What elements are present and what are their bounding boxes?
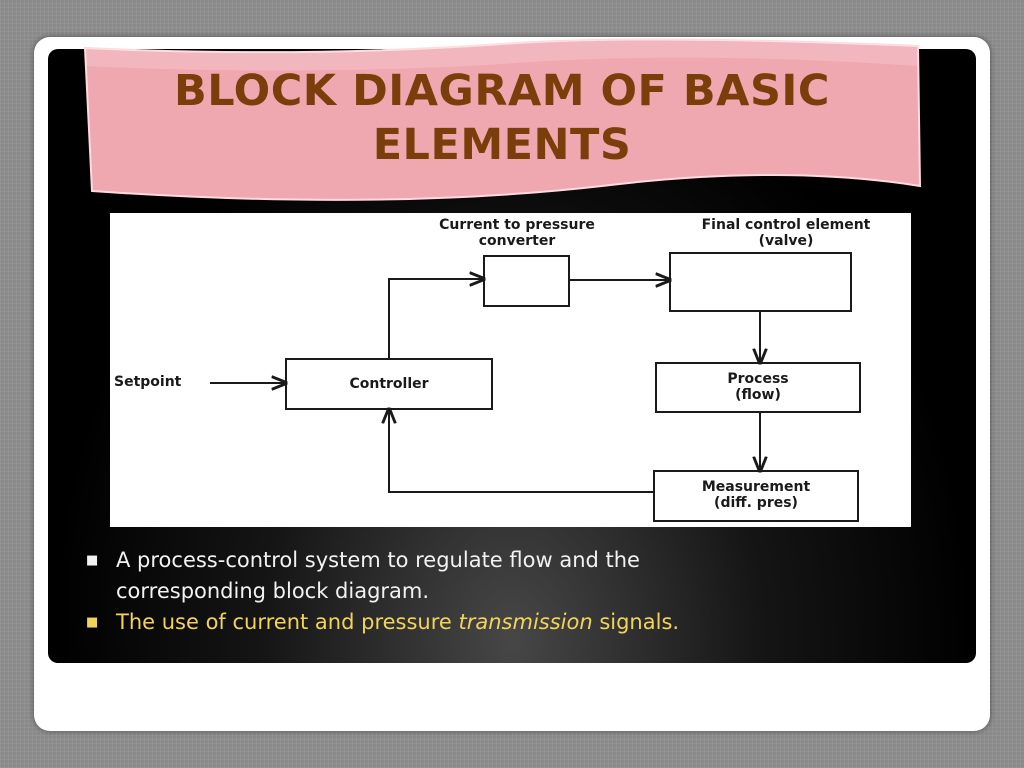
- controller-to-converter-arrow: [388, 279, 484, 359]
- setpoint-label: Setpoint: [114, 374, 182, 390]
- square-bullet-icon: ■: [86, 553, 99, 568]
- bullet-item-2: ■ The use of current and pressure transm…: [84, 607, 964, 638]
- feedback-arrow: [389, 409, 654, 493]
- bullet-item-1: ■ A process-control system to regulate f…: [84, 545, 964, 607]
- square-bullet-icon: ■: [86, 615, 99, 630]
- valve-box: [669, 252, 852, 312]
- title-line-2: ELEMENTS: [372, 120, 632, 170]
- converter-label: Current to pressure converter: [439, 217, 595, 249]
- title-line-1: BLOCK DIAGRAM OF BASIC: [174, 66, 830, 116]
- title-banner: [82, 36, 922, 214]
- controller-label: Controller: [349, 376, 429, 392]
- block-diagram: Current to pressure converter Final cont…: [110, 213, 911, 527]
- converter-box: [483, 255, 570, 307]
- slide-title: BLOCK DIAGRAM OF BASIC ELEMENTS: [82, 64, 922, 172]
- final-control-label: Final control element (valve): [701, 217, 871, 249]
- bullet-list: ■ A process-control system to regulate f…: [84, 545, 964, 638]
- measurement-label: Measurement (diff. pres): [701, 479, 811, 511]
- process-label: Process (flow): [727, 371, 789, 403]
